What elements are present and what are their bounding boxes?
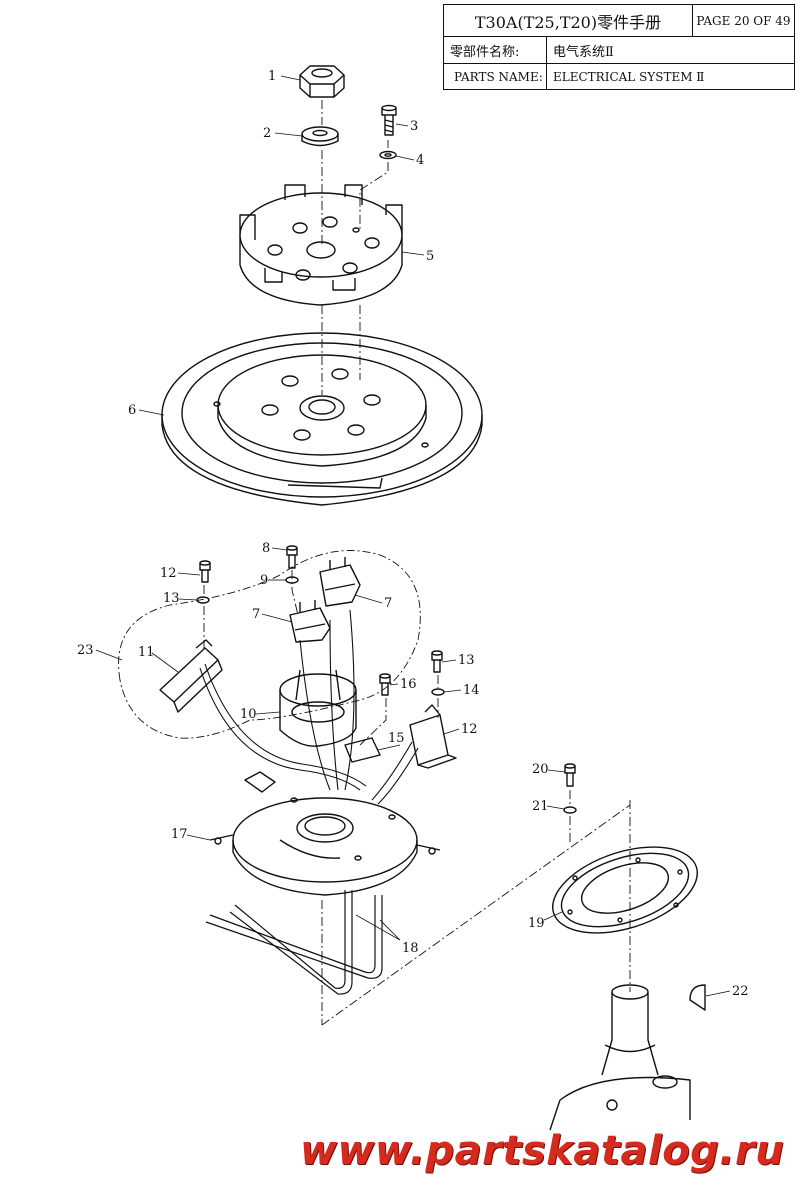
part-pulser-coil-upper — [319, 557, 361, 607]
part-washer-14 — [431, 688, 445, 696]
part-nut — [299, 65, 345, 98]
callout-16: 16 — [400, 677, 417, 692]
part-flywheel — [161, 332, 483, 506]
assembly-centerlines — [203, 100, 631, 1026]
part-washer-21 — [563, 806, 577, 814]
callout-12-right: 12 — [461, 722, 478, 737]
crankshaft — [549, 984, 691, 1131]
part-connector-12 — [409, 704, 457, 769]
callout-3: 3 — [410, 119, 418, 134]
callout-12-left: 12 — [160, 566, 177, 581]
callout-4: 4 — [416, 153, 424, 168]
part-screw-20 — [564, 763, 576, 787]
callout-14: 14 — [463, 683, 480, 698]
callout-1: 1 — [268, 69, 276, 84]
cn-name-label: 零部件名称: — [450, 44, 520, 60]
part-starter-cup — [239, 184, 403, 306]
part-screw-12 — [199, 560, 211, 583]
part-washer — [301, 126, 339, 147]
callout-15: 15 — [388, 731, 405, 746]
callout-7-lower: 7 — [252, 607, 260, 622]
callout-labels: 1 2 3 4 5 6 7 7 8 9 10 11 12 12 13 13 14… — [77, 69, 749, 999]
callout-11: 11 — [138, 645, 155, 660]
part-screw-8 — [286, 545, 298, 569]
harness-assembly-boundary — [118, 550, 421, 739]
en-name-value: ELECTRICAL SYSTEM Ⅱ — [546, 64, 794, 90]
callout-5: 5 — [426, 249, 434, 264]
callout-19: 19 — [528, 916, 545, 931]
callout-2: 2 — [263, 126, 271, 141]
callout-18: 18 — [402, 941, 419, 956]
callout-17: 17 — [171, 827, 188, 842]
part-gasket — [552, 846, 698, 934]
en-name-label: PARTS NAME: — [454, 70, 543, 84]
leader-lines — [95, 75, 731, 997]
part-screw-13-right — [431, 650, 443, 673]
title-block: T30A(T25,T20)零件手册 PAGE 20 OF 49 零部件名称: 电… — [443, 4, 795, 90]
part-stator-plate — [209, 771, 441, 896]
callout-23: 23 — [77, 643, 94, 658]
part-washer-4 — [379, 150, 397, 160]
callout-13-left: 13 — [163, 591, 180, 606]
part-connector-11 — [159, 639, 223, 713]
part-pulser-coil-lower — [289, 600, 331, 643]
watermark: www.partskatalog.ru — [300, 1128, 785, 1174]
part-charge-coil — [279, 669, 357, 747]
callout-6: 6 — [128, 403, 136, 418]
part-lead-wires — [205, 890, 383, 995]
page-number: PAGE 20 OF 49 — [692, 5, 794, 36]
title-row: T30A(T25,T20)零件手册 PAGE 20 OF 49 — [444, 5, 794, 37]
part-screw-3 — [381, 104, 397, 136]
cn-name-value: 电气系统Ⅱ — [546, 37, 794, 63]
callout-8: 8 — [262, 541, 270, 556]
callout-10: 10 — [240, 707, 257, 722]
callout-9: 9 — [260, 573, 268, 588]
part-woodruff-key — [689, 984, 706, 1011]
model-title: T30A(T25,T20)零件手册 — [474, 12, 662, 32]
part-clamp-15 — [344, 737, 381, 763]
callout-13-right: 13 — [458, 653, 475, 668]
wiring-harness — [199, 609, 419, 805]
callout-20: 20 — [532, 762, 549, 777]
en-name-row: PARTS NAME: ELECTRICAL SYSTEM Ⅱ — [444, 64, 794, 90]
cn-name-row: 零部件名称: 电气系统Ⅱ — [444, 37, 794, 64]
callout-21: 21 — [532, 799, 549, 814]
callout-7-upper: 7 — [384, 596, 392, 611]
part-screw-16 — [379, 673, 391, 696]
callout-22: 22 — [732, 984, 749, 999]
